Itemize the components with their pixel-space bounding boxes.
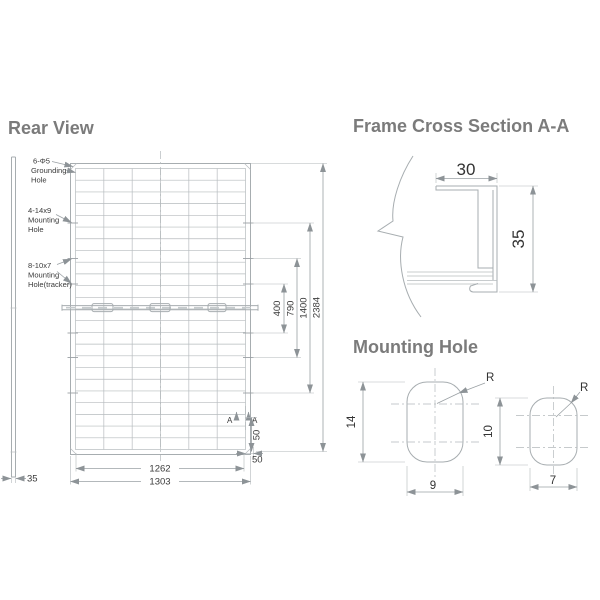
mounting-rail [61, 303, 259, 313]
dim-30-value: 30 [457, 160, 476, 179]
dimension-1303: 1303 [70, 456, 251, 488]
dimension-400: 400 [252, 283, 288, 334]
mounting-hole-ticks [67, 222, 254, 394]
dim-7-value: 7 [550, 475, 556, 487]
dim-1262-value: 1262 [149, 464, 170, 475]
mounting-hole-label-line1: 4-14x9 [28, 206, 51, 215]
frame-thickness-value: 35 [27, 474, 38, 485]
tracker-hole-callout: 8-10x7 Mounting Hole(tracker) [28, 258, 72, 289]
mounting-hole-large-drawing: 14 9 R [346, 368, 494, 496]
tracker-hole-label-line2: Mounting [28, 271, 59, 280]
dim-35-value: 35 [509, 230, 528, 249]
tracker-hole-label-line1: 8-10x7 [28, 261, 51, 270]
mounting-hole-heading: Mounting Hole [353, 337, 478, 357]
dimension-1262: 1262 [75, 453, 245, 475]
grounding-hole-label-line3: Hole [31, 176, 47, 185]
dim-14-value: 14 [346, 415, 358, 428]
break-line [376, 155, 422, 318]
dimension-790: 790 [252, 258, 301, 358]
mounting-hole-small-drawing: 10 7 R [483, 382, 591, 491]
dimension-14: 14 [346, 381, 405, 463]
dimension-frame-thickness: 35 [1, 474, 38, 485]
tracker-hole-label-line3: Hole(tracker) [28, 280, 72, 289]
grounding-hole-callout: 6-Φ5 Grounding Hole [31, 157, 76, 185]
mounting-hole-label-line3: Hole [28, 225, 44, 234]
side-profile-view: 35 [1, 156, 38, 485]
dim-10-value: 10 [483, 425, 495, 438]
grounding-hole-label-line1: 6-Φ5 [33, 157, 50, 166]
dim-2384-value: 2384 [312, 297, 323, 318]
dim-9-value: 9 [430, 480, 436, 492]
dimension-35-section: 35 [499, 185, 538, 293]
radius-leader-small: R [555, 382, 588, 418]
dimension-10: 10 [483, 397, 528, 466]
mounting-hole-large-shape [406, 381, 464, 463]
frame-cross-section-drawing: 30 35 [376, 155, 538, 318]
dimension-2384: 2384 [251, 163, 327, 452]
dim-790-value: 790 [286, 301, 297, 317]
dim-1303-value: 1303 [149, 477, 170, 488]
mounting-hole-label-line2: Mounting [28, 216, 59, 225]
dim-50h-value: 50 [252, 455, 263, 466]
radius-label-small: R [580, 382, 588, 394]
section-mark-right: A [252, 416, 258, 425]
radius-label-large: R [486, 372, 494, 384]
dim-400-value: 400 [272, 301, 283, 317]
dimension-1400: 1400 [252, 222, 314, 394]
dim-1400-value: 1400 [299, 297, 310, 318]
section-mark-left: A [227, 416, 233, 425]
frame-cross-section-heading: Frame Cross Section A-A [353, 116, 569, 136]
mounting-hole-callout: 4-14x9 Mounting Hole [28, 206, 72, 234]
dimension-30: 30 [435, 160, 498, 183]
frame-profile [407, 185, 498, 293]
dim-50v-value: 50 [252, 430, 263, 441]
dimension-7: 7 [529, 468, 578, 491]
dimension-9: 9 [406, 466, 464, 496]
rear-view-heading: Rear View [8, 118, 95, 138]
radius-leader-large: R [436, 372, 494, 404]
rear-view-drawing: 6-Φ5 Grounding Hole 4-14x9 Mounting Hole… [28, 151, 327, 488]
grounding-hole-label-line2: Grounding [31, 166, 66, 175]
dimension-50-vertical: 50 [246, 417, 263, 452]
